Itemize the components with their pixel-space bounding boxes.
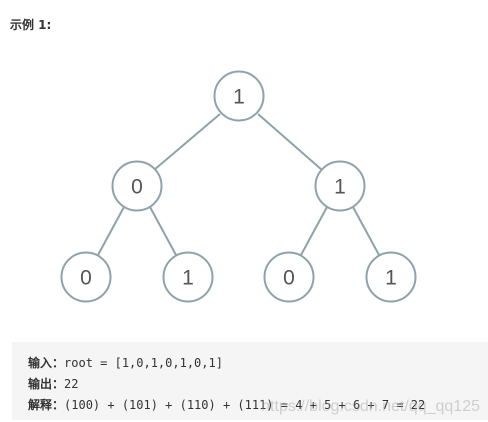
node-left-right — [162, 251, 214, 303]
input-value: root = [1,0,1,0,1,0,1] — [64, 356, 223, 370]
node-right-left — [263, 251, 315, 303]
edge-right-rightleaf — [352, 206, 380, 256]
node-root-label: 1 — [233, 86, 245, 109]
edge-root-right — [257, 113, 323, 171]
edge-left-rightleaf — [149, 206, 177, 256]
input-label: 输入： — [28, 356, 65, 370]
explain-line: 解释：(100) + (101) + (110) + (111) = 4 + 5… — [28, 396, 425, 413]
watermark: https://blog.csdn.net/qq_qq125 — [261, 398, 480, 415]
node-right — [314, 160, 366, 212]
node-left-label: 0 — [131, 176, 143, 199]
node-root — [213, 70, 265, 122]
input-line: 输入：root = [1,0,1,0,1,0,1] — [28, 354, 223, 371]
node-left — [111, 160, 163, 212]
edge-right-leftleaf — [300, 206, 328, 256]
edge-left-leftleaf — [97, 206, 125, 256]
edge-root-left — [153, 113, 221, 171]
node-right-label: 1 — [334, 176, 346, 199]
node-right-right — [365, 251, 417, 303]
explain-label: 解释： — [28, 398, 65, 412]
node-left-right-label: 1 — [182, 267, 194, 290]
node-right-left-label: 0 — [283, 267, 295, 290]
node-left-left — [60, 251, 112, 303]
output-value: 22 — [64, 377, 79, 391]
node-right-right-label: 1 — [385, 267, 397, 290]
explain-value: (100) + (101) + (110) + (111) = 4 + 5 + … — [64, 398, 426, 412]
output-label: 输出： — [28, 377, 65, 391]
example-heading: 示例 1: — [10, 18, 52, 32]
node-left-left-label: 0 — [80, 267, 92, 290]
example-code-block: 输入：root = [1,0,1,0,1,0,1] 输出：22 解释：(100)… — [12, 342, 488, 420]
output-line: 输出：22 — [28, 375, 78, 392]
binary-tree-diagram: 1 0 1 0 1 0 1 — [60, 70, 417, 303]
